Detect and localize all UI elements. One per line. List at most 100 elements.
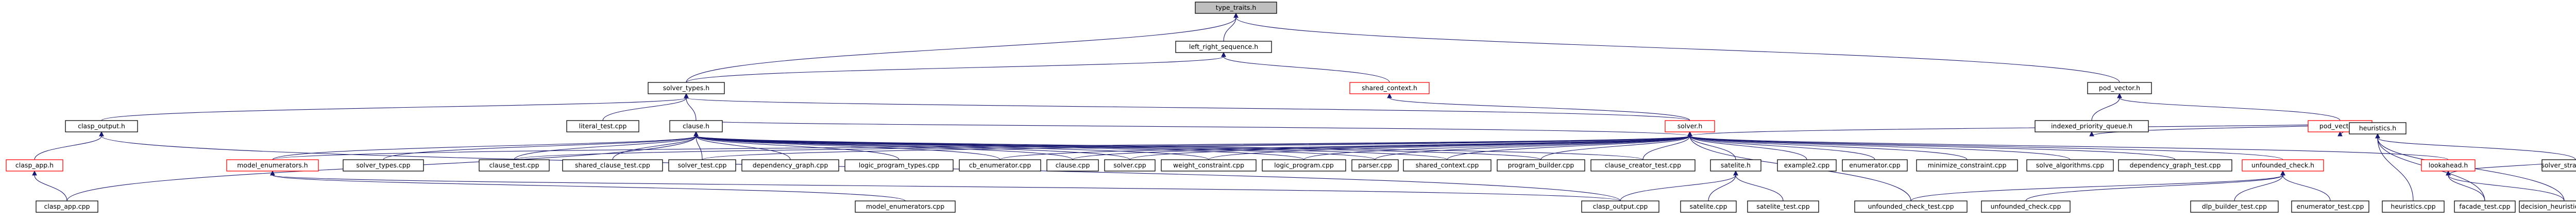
node-shared-clause-test[interactable]: shared_clause_test.cpp	[562, 159, 663, 172]
node-box	[1497, 159, 1585, 172]
node-box	[741, 159, 839, 172]
node-indexed-pq[interactable]: indexed_priority_queue.h	[2035, 120, 2149, 132]
edge-clasp_app_h-to-clasp_output	[34, 131, 104, 160]
node-solver-test[interactable]: solver_test.cpp	[668, 159, 736, 172]
node-shared-context-cpp[interactable]: shared_context.cpp	[1403, 159, 1492, 172]
node-type-traits[interactable]: type_traits.h	[1195, 2, 1277, 14]
edge-pod_vector-to-type_traits	[1233, 12, 2120, 83]
node-box	[479, 159, 550, 172]
node-example2[interactable]: example2.cpp	[1777, 159, 1837, 172]
node-label: type_traits.h	[1216, 4, 1257, 11]
node-box	[1403, 159, 1492, 172]
node-clause-h[interactable]: clause.h	[669, 120, 723, 132]
node-clasp-output-cpp[interactable]: clasp_output.cpp	[1581, 200, 1659, 213]
node-logic-program[interactable]: logic_program.cpp	[1262, 159, 1346, 172]
node-box	[2519, 200, 2576, 213]
node-clasp-output[interactable]: clasp_output.h	[65, 120, 138, 132]
node-enumerator-cpp[interactable]: enumerator.cpp	[1842, 159, 1908, 172]
node-dlp-builder-test[interactable]: dlp_builder_test.cpp	[2190, 200, 2279, 213]
node-heuristics-h[interactable]: heuristics.h	[2349, 122, 2406, 134]
node-box	[1854, 200, 1968, 213]
edge-clasp_output_cpp-to-model_enum_h	[270, 170, 1621, 201]
node-decision-heuristic-test[interactable]: decision_heuristic_test.cpp	[2519, 200, 2576, 213]
node-label: clasp_app.cpp	[44, 202, 90, 210]
node-unfounded-check-cpp[interactable]: unfounded_check.cpp	[1981, 200, 2071, 213]
node-unfounded-check-h[interactable]: unfounded_check.h	[2242, 159, 2324, 172]
node-pod-vector[interactable]: pod_vector.h	[2087, 82, 2152, 94]
node-satelite-h[interactable]: satelite.h	[1710, 159, 1761, 172]
node-program-builder[interactable]: program_builder.cpp	[1497, 159, 1585, 172]
node-lookahead-h[interactable]: lookahead.h	[2421, 159, 2476, 172]
edge-decision_heuristic_test-to-lookahead_h	[2446, 170, 2565, 201]
node-dependency-graph-test[interactable]: dependency_graph_test.cpp	[2118, 159, 2232, 172]
node-logic-program-types[interactable]: logic_program_types.cpp	[844, 159, 954, 172]
edge-cb_enumerator-to-solver_h	[999, 131, 1692, 160]
node-label: dependency_graph_test.cpp	[2130, 161, 2221, 169]
node-label: model_enumerators.h	[237, 161, 308, 169]
node-box	[855, 200, 956, 213]
node-heuristics-cpp[interactable]: heuristics.cpp	[2382, 200, 2445, 213]
node-model-enumerators-cpp[interactable]: model_enumerators.cpp	[855, 200, 956, 213]
node-box	[2118, 159, 2232, 172]
node-box	[1175, 41, 1272, 53]
edge-dependency_graph_test-to-solver_h	[1687, 131, 2176, 160]
node-parser[interactable]: parser.cpp	[1351, 159, 1399, 172]
edge-model_enum_h-to-clause_h	[272, 131, 699, 160]
node-cb-enumerator[interactable]: cb_enumerator.cpp	[959, 159, 1041, 172]
node-label: clause_creator_test.cpp	[1605, 161, 1681, 169]
node-dependency-graph[interactable]: dependency_graph.cpp	[741, 159, 839, 172]
node-box	[6, 159, 63, 172]
edge-satelite_h-to-solver_h	[1687, 131, 1736, 160]
node-label: solver_strategies.cpp	[2541, 161, 2576, 169]
node-label: parser.cpp	[1358, 161, 1392, 169]
node-box	[1842, 159, 1908, 172]
node-solve-algorithms[interactable]: solve_algorithms.cpp	[2026, 159, 2114, 172]
node-label: unfounded_check.h	[2251, 161, 2314, 169]
node-solver-types[interactable]: solver_types.h	[648, 82, 725, 94]
node-clause-creator-test[interactable]: clause_creator_test.cpp	[1590, 159, 1696, 172]
node-box	[36, 200, 98, 213]
node-satelite-test[interactable]: satelite_test.cpp	[1747, 200, 1819, 213]
edge-clasp_output_cpp-to-satelite_h	[1620, 170, 1738, 201]
node-box	[566, 120, 639, 132]
node-clause-test[interactable]: clause_test.cpp	[479, 159, 550, 172]
node-label: shared_context.h	[1362, 84, 1417, 92]
node-clasp-app-h[interactable]: clasp_app.h	[6, 159, 63, 172]
node-clasp-app-cpp[interactable]: clasp_app.cpp	[36, 200, 98, 213]
edge-solver_strategies-to-heuristics_h	[2375, 133, 2576, 160]
node-enumerator-test[interactable]: enumerator_test.cpp	[2291, 200, 2369, 213]
node-shared-context[interactable]: shared_context.h	[1349, 82, 1430, 94]
node-box	[1104, 159, 1156, 172]
node-literal-test[interactable]: literal_test.cpp	[566, 120, 639, 132]
node-solver-h[interactable]: solver.h	[1665, 120, 1715, 132]
node-unfounded-check-test[interactable]: unfounded_check_test.cpp	[1854, 200, 1968, 213]
node-solver-cpp[interactable]: solver.cpp	[1104, 159, 1156, 172]
node-box	[1581, 200, 1659, 213]
node-box	[226, 159, 319, 172]
node-label: clasp_output.h	[78, 122, 125, 130]
node-facade-test[interactable]: facade_test.cpp	[2454, 200, 2516, 213]
node-label: clause.cpp	[1056, 161, 1090, 169]
node-label: indexed_priority_queue.h	[2051, 122, 2132, 130]
node-box	[1680, 200, 1737, 213]
edge-indexed_pq-to-pod_vector	[2091, 93, 2122, 121]
node-label: decision_heuristic_test.cpp	[2521, 202, 2576, 210]
edge-satelite_cpp-to-satelite_h	[1708, 170, 1738, 201]
node-minimize-constraint[interactable]: minimize_constraint.cpp	[1916, 159, 2018, 172]
node-box	[2291, 200, 2369, 213]
edge-clasp_output-to-solver_types	[101, 93, 689, 121]
edge-shared_clause_test-to-clause_h	[612, 131, 699, 160]
node-solver-strategies[interactable]: solver_strategies.cpp	[2541, 159, 2576, 172]
node-box	[2242, 159, 2324, 172]
node-box	[1046, 159, 1099, 172]
node-label: unfounded_check.cpp	[1991, 202, 2061, 210]
node-box	[1590, 159, 1696, 172]
node-solver-types-cpp[interactable]: solver_types.cpp	[343, 159, 424, 172]
node-satelite-cpp[interactable]: satelite.cpp	[1680, 200, 1737, 213]
node-clause-cpp[interactable]: clause.cpp	[1046, 159, 1099, 172]
node-weight-constraint[interactable]: weight_constraint.cpp	[1161, 159, 1257, 172]
node-box	[2035, 120, 2149, 132]
node-label: solver.cpp	[1113, 161, 1146, 169]
node-left-right[interactable]: left_right_sequence.h	[1175, 41, 1272, 53]
node-model-enum-h[interactable]: model_enumerators.h	[226, 159, 319, 172]
